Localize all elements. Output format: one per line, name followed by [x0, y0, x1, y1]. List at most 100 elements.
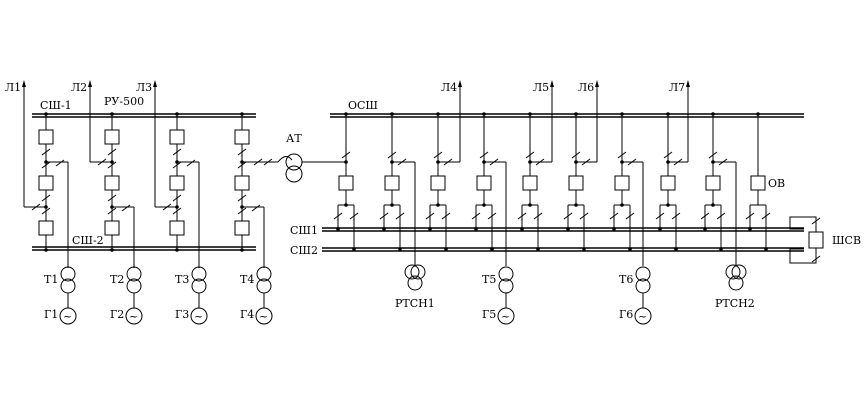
breaker [522, 175, 538, 191]
junction-dot [574, 112, 578, 116]
disconnector [718, 158, 728, 166]
breaker [430, 175, 446, 191]
junction-dot [352, 247, 356, 251]
line-l4: Л4 [441, 80, 462, 94]
transformer-t2-label: Т2 [110, 273, 124, 286]
bay-left-4 [234, 114, 278, 268]
disconnector [425, 212, 435, 220]
bus-coupler: ШСВ [789, 216, 861, 264]
disconnector [387, 151, 397, 159]
disconnector [525, 151, 535, 159]
breaker [104, 175, 120, 191]
line-l6: Л6 [578, 80, 599, 94]
bay-left-2 [89, 86, 135, 268]
bypass-breaker-label: ОВ [768, 177, 785, 190]
junction-dot [666, 112, 670, 116]
autotransformer-label: АТ [286, 132, 302, 145]
disconnector [663, 151, 673, 159]
disconnector [655, 212, 665, 220]
junction-dot [490, 247, 494, 251]
disconnector [609, 212, 619, 220]
bus-sh2-left-label: СШ-2 [72, 234, 104, 247]
unit-left-2: ~ Т2 Г2 [110, 266, 143, 325]
generator-symbol: ~ [194, 310, 203, 323]
bypass-breaker: ОВ [750, 114, 785, 205]
bus-sh2-right [322, 247, 804, 252]
junction-dot [398, 247, 402, 251]
breaker [234, 175, 250, 191]
junction-dot [703, 227, 707, 231]
breaker [169, 220, 185, 236]
generator-symbol: ~ [63, 310, 72, 323]
disconnector [533, 212, 543, 220]
disconnector [579, 212, 589, 220]
generator-g6-label: Г6 [619, 308, 633, 321]
junction-dot [390, 112, 394, 116]
disconnector [433, 151, 443, 159]
disconnector [627, 158, 637, 166]
disconnector [479, 151, 489, 159]
disconnector [700, 212, 710, 220]
junction-dot [719, 247, 723, 251]
disconnector [441, 212, 451, 220]
line-l4-label: Л4 [441, 81, 457, 94]
junction-dot [336, 227, 340, 231]
disconnector [761, 212, 771, 220]
transformer-t3-label: Т3 [175, 273, 189, 286]
junction-dot [612, 227, 616, 231]
disconnector [617, 151, 627, 159]
disconnector [671, 212, 681, 220]
bus-coupler-label: ШСВ [832, 234, 861, 247]
breaker [568, 175, 584, 191]
junction-dot [428, 227, 432, 231]
disconnector [349, 212, 359, 220]
junction-dot [474, 227, 478, 231]
disconnector [535, 158, 545, 166]
disconnector [471, 212, 481, 220]
junction-dot [382, 227, 386, 231]
junction-dot [482, 112, 486, 116]
bus-sh1-left-label: СШ-1 [40, 99, 72, 112]
junction-dot [444, 247, 448, 251]
aux-transformer-1-label: РТСН1 [395, 297, 435, 310]
bypass-bus [330, 113, 804, 118]
line-l7-label: Л7 [669, 81, 685, 94]
junction-dot [764, 247, 768, 251]
junction-dot [711, 112, 715, 116]
disconnector [708, 151, 718, 159]
junction-dot [748, 227, 752, 231]
generator-symbol: ~ [129, 310, 138, 323]
generator-symbol: ~ [638, 310, 647, 323]
line-l3-label: Л3 [136, 81, 152, 94]
unit-left-3: ~ Т3 Г3 [175, 266, 208, 325]
switchyard-label: РУ-500 [104, 95, 144, 108]
breaker [38, 129, 54, 145]
line-l1: Л1 [5, 80, 26, 94]
breaker [705, 175, 721, 191]
junction-dot [566, 227, 570, 231]
generator-g4-label: Г4 [240, 308, 254, 321]
line-l3: Л3 [136, 80, 157, 94]
disconnector [571, 151, 581, 159]
generator-g3-label: Г3 [175, 308, 189, 321]
junction-dot [658, 227, 662, 231]
aux-transformer-2-label: РТСН2 [715, 297, 755, 310]
junction-dot [620, 112, 624, 116]
breaker [384, 175, 400, 191]
junction-dot [628, 247, 632, 251]
generator-symbol: ~ [259, 310, 268, 323]
disconnector [716, 212, 726, 220]
unit-right-5: ~ Т5 Г5 [482, 266, 515, 325]
breaker [338, 175, 354, 191]
junction-dot [436, 112, 440, 116]
disconnector [487, 212, 497, 220]
junction-dot [582, 247, 586, 251]
bypass-bus-label: ОСШ [348, 99, 378, 112]
transformer-t5-label: Т5 [482, 273, 496, 286]
breaker [476, 175, 492, 191]
disconnector [673, 158, 683, 166]
breaker [660, 175, 676, 191]
line-l7: Л7 [669, 80, 690, 94]
generator-g1-label: Г1 [44, 308, 58, 321]
